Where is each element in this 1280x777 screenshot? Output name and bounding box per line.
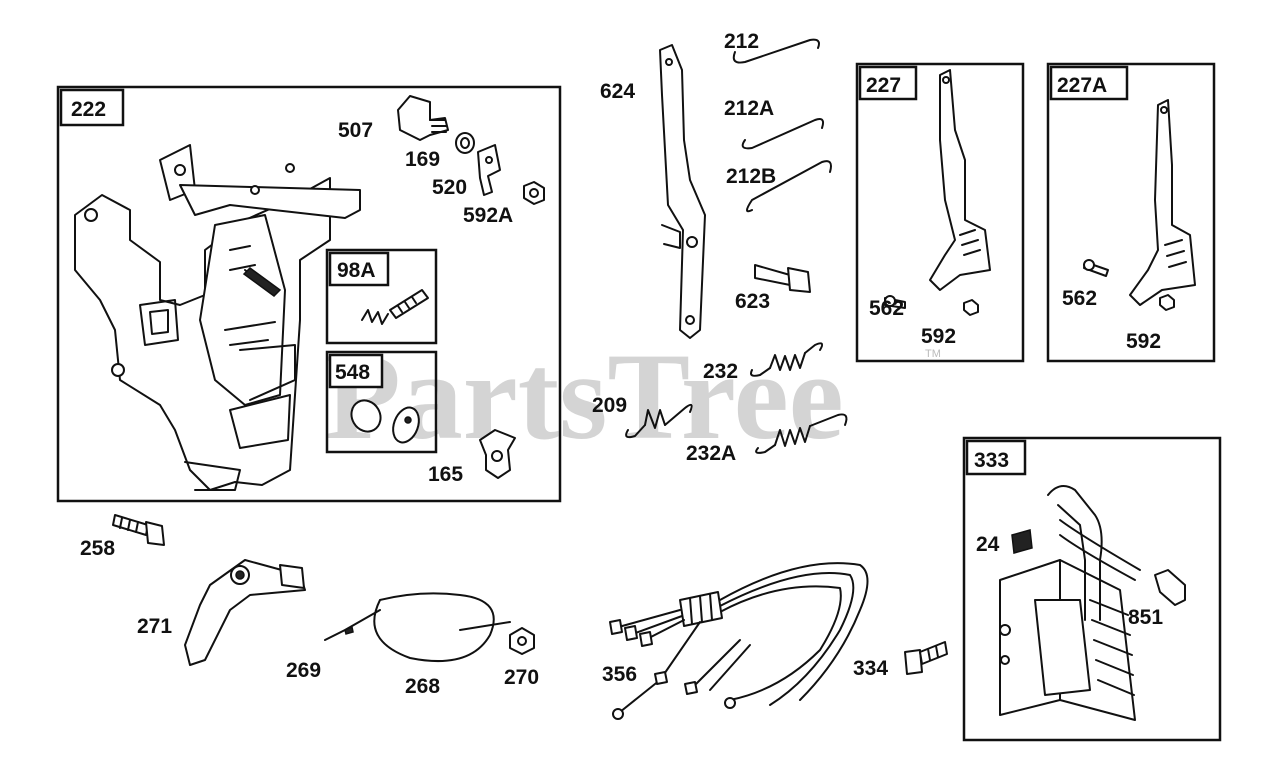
label-269: 269 (286, 659, 321, 682)
label-562-a: 562 (869, 297, 904, 320)
part-232-spring[interactable]: 232 (703, 342, 824, 383)
part-232A-spring[interactable]: 232A (686, 413, 848, 465)
part-507-connector[interactable]: 507 (338, 95, 449, 142)
label-258: 258 (80, 537, 115, 560)
label-271: 271 (137, 615, 172, 638)
box-label-222: 222 (71, 98, 106, 121)
box-227A[interactable]: 227A 562 592 (1046, 62, 1216, 363)
box-label-227A: 227A (1057, 74, 1107, 97)
box-label-98A: 98A (337, 259, 376, 282)
part-851-terminal[interactable]: 851 (1128, 569, 1186, 629)
control-bracket-part[interactable] (74, 144, 361, 491)
label-592A: 592A (463, 204, 513, 227)
label-209: 209 (592, 394, 627, 417)
label-356: 356 (602, 663, 637, 686)
part-212-link[interactable]: 212 (724, 30, 820, 64)
part-169-washer[interactable]: 169 (405, 132, 475, 171)
part-520-clip[interactable]: 520 (432, 144, 501, 199)
box-98A[interactable]: 98A (325, 248, 438, 345)
label-623: 623 (735, 290, 770, 313)
box-label-333: 333 (974, 449, 1009, 472)
box-label-227: 227 (866, 74, 901, 97)
label-232A: 232A (686, 442, 736, 465)
part-24-key[interactable]: 24 (976, 529, 1033, 556)
label-851: 851 (1128, 606, 1163, 629)
part-armature-coil[interactable] (999, 485, 1141, 721)
part-258-bolt[interactable]: 258 (80, 514, 165, 560)
label-592-a: 592 (921, 325, 956, 348)
label-270: 270 (504, 666, 539, 689)
box-227[interactable]: 227 562 592 (855, 62, 1025, 363)
box-label-548: 548 (335, 361, 370, 384)
label-24: 24 (976, 533, 1000, 556)
part-624-governor-lever[interactable]: 624 (600, 44, 706, 339)
part-623-shoulder-screw[interactable]: 623 (735, 264, 811, 313)
part-165-wing-nut[interactable]: 165 (428, 429, 516, 486)
part-271-bracket[interactable]: 271 (137, 559, 306, 666)
box-333[interactable]: 333 24 851 (962, 436, 1222, 742)
part-356-wiring-harness[interactable]: 356 (602, 562, 869, 720)
box-548[interactable]: 548 (325, 350, 438, 454)
watermark-trademark: TM (925, 348, 941, 360)
part-268-cable[interactable]: 269 268 (286, 592, 511, 698)
part-212B-link[interactable]: 212B (726, 160, 832, 213)
label-562-b: 562 (1062, 287, 1097, 310)
label-520: 520 (432, 176, 467, 199)
part-209-spring[interactable]: 209 (592, 394, 693, 439)
part-270-nut[interactable]: 270 (504, 627, 539, 689)
label-165: 165 (428, 463, 463, 486)
label-212B: 212B (726, 165, 776, 188)
label-592-b: 592 (1126, 330, 1161, 353)
part-592A-nut[interactable]: 592A (463, 181, 545, 227)
part-334-screw[interactable]: 334 (853, 641, 948, 680)
box-222[interactable]: 222 507 (56, 85, 562, 503)
label-212: 212 (724, 30, 759, 53)
label-232: 232 (703, 360, 738, 383)
label-624: 624 (600, 80, 635, 103)
label-268: 268 (405, 675, 440, 698)
part-212A-link[interactable]: 212A (724, 97, 825, 150)
label-334: 334 (853, 657, 888, 680)
watermark: PartsTree (325, 328, 844, 465)
label-212A: 212A (724, 97, 774, 120)
label-169: 169 (405, 148, 440, 171)
label-507: 507 (338, 119, 373, 142)
